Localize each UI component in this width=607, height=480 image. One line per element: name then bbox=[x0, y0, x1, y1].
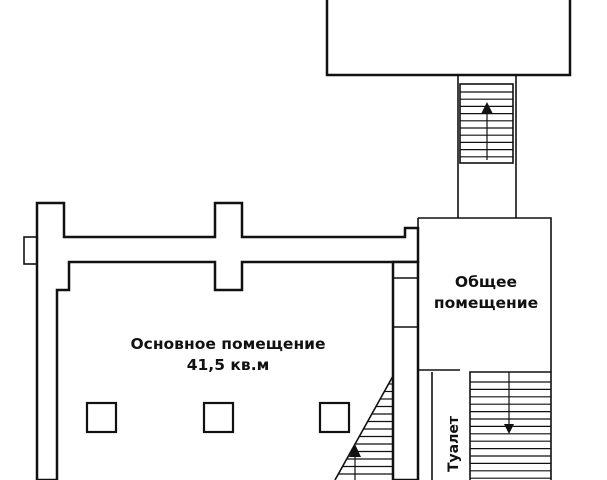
square-column-icon bbox=[318, 401, 351, 434]
upper-stair-corridor bbox=[457, 75, 517, 218]
main-room-name: Основное помещение bbox=[130, 335, 326, 353]
common-room-line2: помещение bbox=[433, 294, 539, 312]
stairs-up-arrow-icon bbox=[349, 444, 361, 457]
lower-right-stairs bbox=[469, 371, 551, 480]
stairs-down-arrow-icon bbox=[504, 424, 514, 434]
toilet-label: Туалет bbox=[446, 416, 462, 472]
upper-room-outline bbox=[325, 0, 572, 77]
common-room-label: Общее помещение bbox=[420, 272, 552, 314]
main-room-label: Основное помещение 41,5 кв.м bbox=[98, 334, 358, 376]
stairs-up-arrow-icon bbox=[481, 102, 493, 114]
square-column-icon bbox=[202, 401, 235, 434]
common-room-outline bbox=[417, 217, 552, 480]
main-room-area: 41,5 кв.м bbox=[186, 356, 270, 374]
main-room-walls bbox=[23, 201, 420, 480]
square-column-icon bbox=[85, 401, 118, 434]
common-room-line1: Общее bbox=[454, 273, 518, 291]
main-room-stairs bbox=[334, 375, 394, 480]
